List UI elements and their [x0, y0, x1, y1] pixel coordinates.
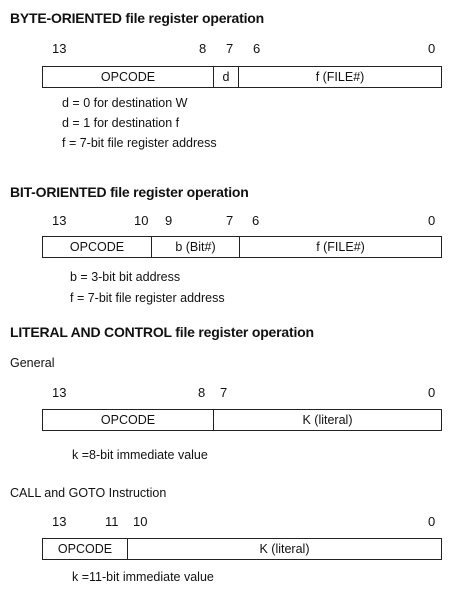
general-literal-field: K (literal) — [214, 410, 442, 430]
byte-note-1: d = 0 for destination W — [62, 96, 188, 110]
byte-file-field: f (FILE#) — [239, 67, 442, 87]
general-opcode-label: OPCODE — [100, 413, 156, 427]
bit-file-label: f (FILE#) — [316, 240, 365, 254]
byte-oriented-title: BYTE-ORIENTED file register operation — [10, 10, 264, 26]
call-bit-10: 10 — [133, 514, 148, 529]
bit-file-field: f (FILE#) — [240, 237, 442, 257]
bit-b-label: b (Bit#) — [175, 240, 216, 254]
byte-note-2: d = 1 for destination f — [62, 116, 180, 130]
bit-bit-6: 6 — [252, 213, 260, 228]
bit-bit-7: 7 — [226, 213, 234, 228]
call-opcode-label: OPCODE — [57, 542, 113, 556]
bit-b-field: b (Bit#) — [152, 237, 240, 257]
call-bit-13: 13 — [52, 514, 67, 529]
byte-bit-7: 7 — [226, 41, 234, 56]
call-goto-subtitle: CALL and GOTO Instruction — [10, 486, 167, 500]
byte-bit-6: 6 — [253, 41, 261, 56]
general-literal-label: K (literal) — [302, 413, 353, 427]
literal-control-title: LITERAL AND CONTROL file register operat… — [10, 324, 314, 340]
bit-bit-9: 9 — [165, 213, 173, 228]
bit-bit-13: 13 — [52, 213, 67, 228]
byte-opcode-label: OPCODE — [100, 70, 156, 84]
general-bit-8: 8 — [198, 385, 206, 400]
general-register-format: OPCODE K (literal) — [42, 409, 442, 431]
general-opcode-field: OPCODE — [42, 410, 214, 430]
bit-oriented-title: BIT-ORIENTED file register operation — [10, 184, 249, 200]
byte-d-field: d — [214, 67, 239, 87]
byte-bit-8: 8 — [199, 41, 207, 56]
bit-bit-0: 0 — [428, 213, 436, 228]
bit-note-1: b = 3-bit bit address — [70, 270, 181, 284]
call-goto-register-format: OPCODE K (literal) — [42, 538, 442, 560]
byte-register-format: OPCODE d f (FILE#) — [42, 66, 442, 88]
byte-note-3: f = 7-bit file register address — [62, 136, 217, 150]
call-note-1: k =11-bit immediate value — [72, 570, 214, 584]
bit-note-2: f = 7-bit file register address — [70, 291, 225, 305]
bit-opcode-field: OPCODE — [42, 237, 152, 257]
byte-opcode-field: OPCODE — [42, 67, 214, 87]
call-opcode-field: OPCODE — [42, 539, 128, 559]
call-literal-label: K (literal) — [259, 542, 310, 556]
bit-bit-10: 10 — [134, 213, 149, 228]
general-bit-13: 13 — [52, 385, 67, 400]
general-bit-0: 0 — [428, 385, 436, 400]
byte-file-label: f (FILE#) — [315, 70, 365, 84]
general-note-1: k =8-bit immediate value — [72, 448, 208, 462]
byte-bit-0: 0 — [428, 41, 436, 56]
call-bit-0: 0 — [428, 514, 436, 529]
bit-register-format: OPCODE b (Bit#) f (FILE#) — [42, 236, 442, 258]
bit-opcode-label: OPCODE — [69, 240, 125, 254]
general-bit-7: 7 — [220, 385, 228, 400]
call-bit-11: 11 — [105, 514, 119, 529]
general-subtitle: General — [10, 356, 55, 370]
call-literal-field: K (literal) — [128, 539, 442, 559]
byte-d-label: d — [222, 70, 230, 84]
byte-bit-13: 13 — [52, 41, 67, 56]
